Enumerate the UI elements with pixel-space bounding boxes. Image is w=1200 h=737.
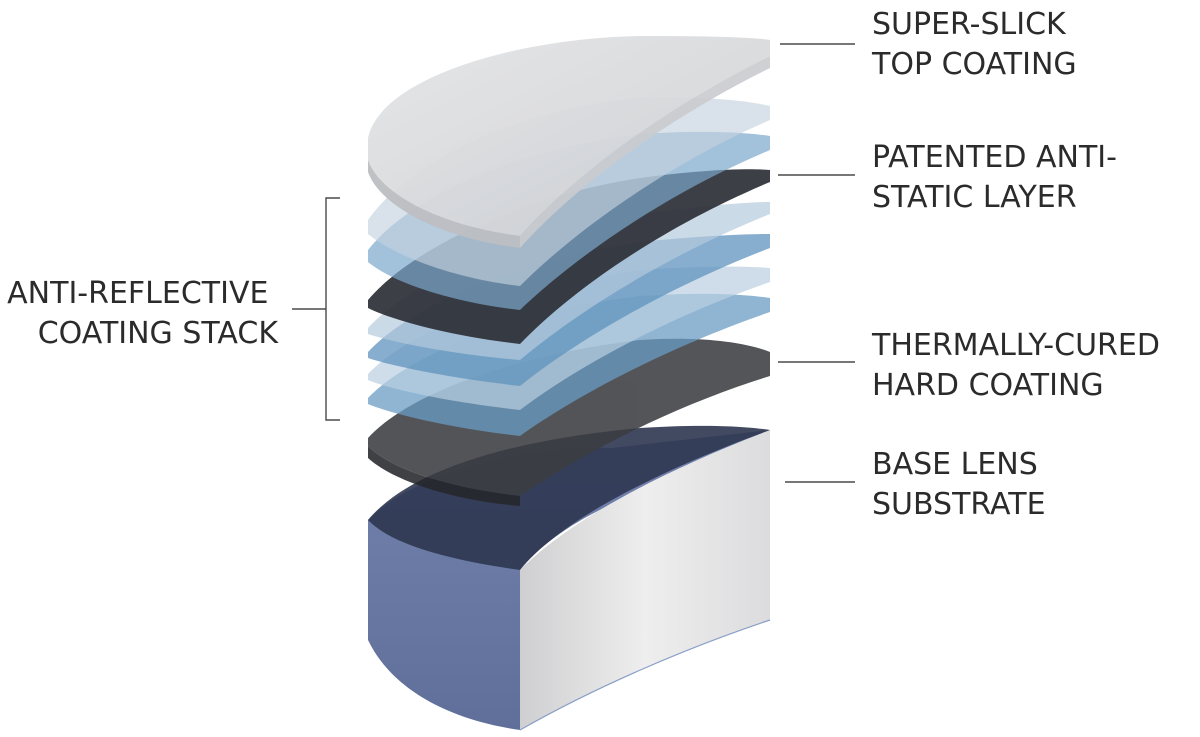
- label-hard-coating-line2: HARD COATING: [872, 368, 1104, 403]
- label-base-lens-line2: SUBSTRATE: [872, 487, 1046, 522]
- label-top-coating-line1: SUPER-SLICK: [872, 7, 1067, 42]
- base-lens-cut-face: [520, 430, 770, 730]
- top-coating-edge: [368, 160, 520, 248]
- top-coating-side: [520, 56, 770, 248]
- lens-stack: [368, 36, 771, 731]
- top-coating-top: [368, 36, 770, 236]
- label-anti-static-line2: STATIC LAYER: [872, 180, 1077, 215]
- hard-coating-layer: [368, 338, 770, 506]
- label-base-lens: BASE LENS SUBSTRATE: [872, 447, 1047, 522]
- label-top-coating-line2: TOP COATING: [871, 47, 1077, 82]
- hard-coating-top: [368, 338, 770, 496]
- label-ar-stack-line2: COATING STACK: [38, 316, 280, 351]
- label-ar-stack-line1: ANTI-REFLECTIVE: [7, 276, 268, 311]
- base-lens-edge-line: [519, 619, 771, 731]
- label-hard-coating-line1: THERMALLY-CURED: [871, 328, 1160, 363]
- label-ar-stack: ANTI-REFLECTIVE COATING STACK: [7, 276, 279, 351]
- leader-lines: [292, 43, 855, 483]
- label-anti-static: PATENTED ANTI- STATIC LAYER: [872, 140, 1127, 215]
- labels: SUPER-SLICK TOP COATING PATENTED ANTI- S…: [7, 7, 1169, 522]
- label-hard-coating: THERMALLY-CURED HARD COATING: [871, 328, 1169, 403]
- hard-coating-front: [368, 446, 520, 506]
- ar-stack-bracket: [292, 197, 340, 421]
- top-coating-layer: [368, 36, 770, 248]
- label-base-lens-line1: BASE LENS: [872, 447, 1038, 482]
- label-anti-static-line1: PATENTED ANTI-: [872, 140, 1117, 175]
- label-top-coating: SUPER-SLICK TOP COATING: [871, 7, 1077, 82]
